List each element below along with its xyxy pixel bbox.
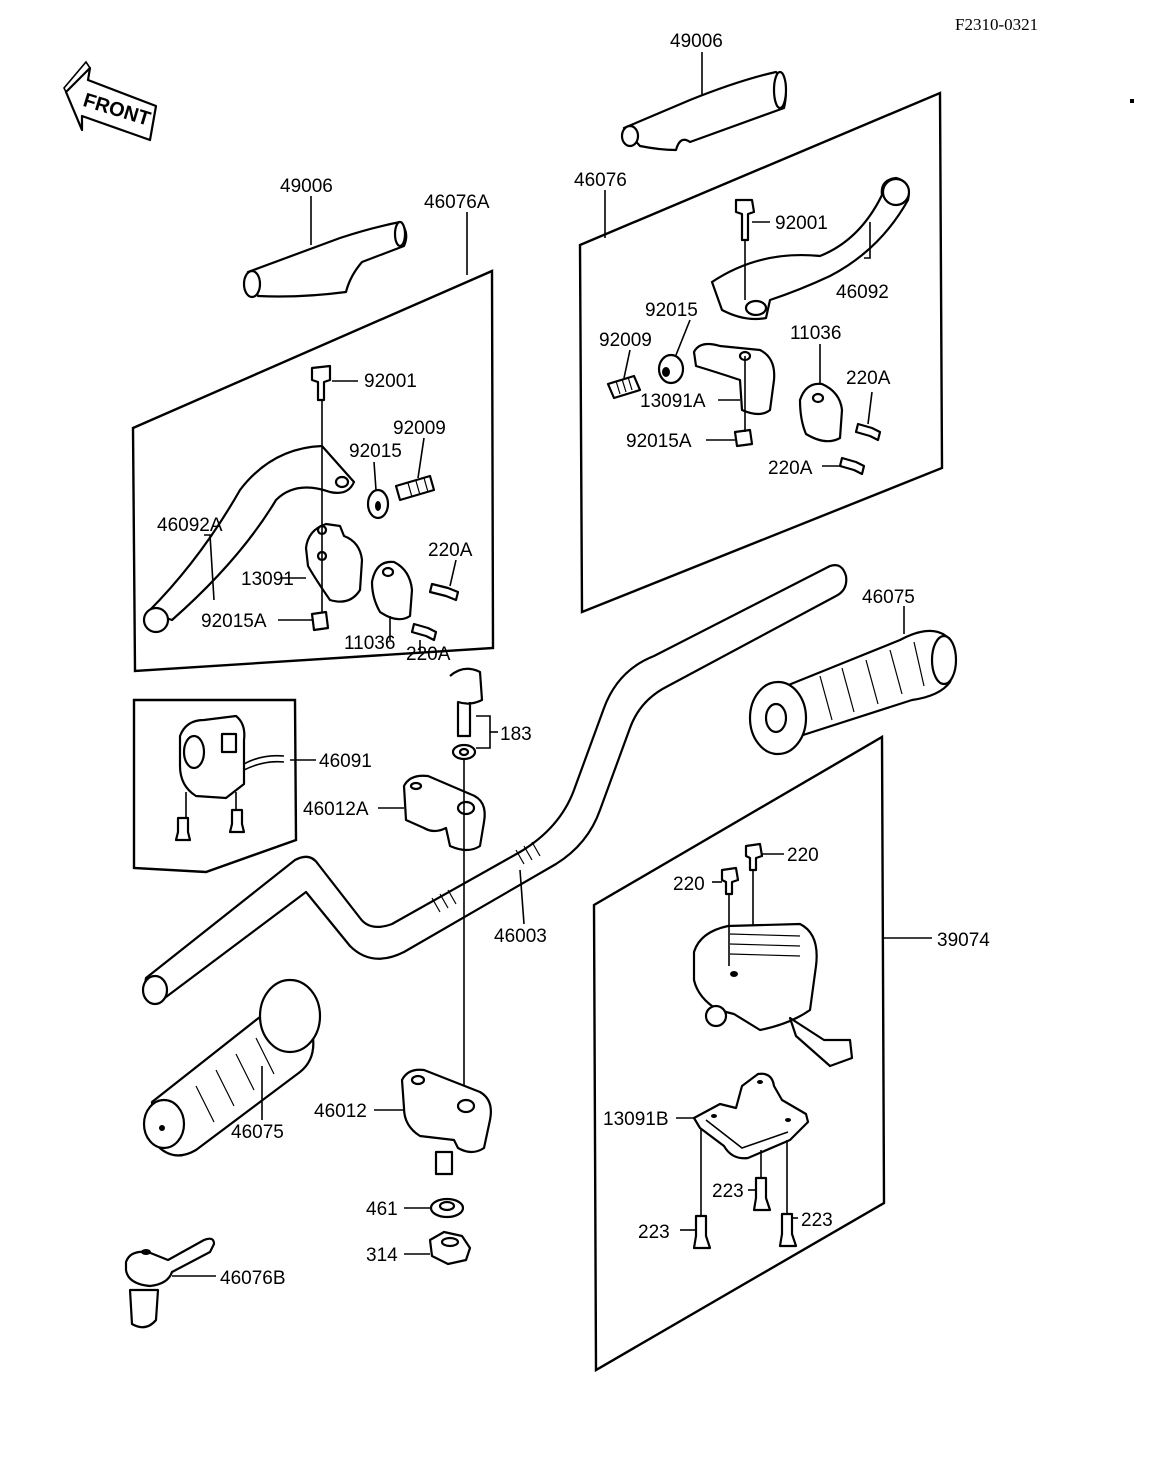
screw-220-lower xyxy=(720,866,740,896)
leader-line xyxy=(519,869,525,925)
leader-line xyxy=(623,349,631,379)
speck-mark xyxy=(1130,99,1134,103)
label-46092: 46092 xyxy=(836,282,889,303)
label-223-middle: 223 xyxy=(712,1181,744,1202)
left-grip-46075 xyxy=(142,978,322,1157)
left-bracket-13091 xyxy=(304,522,364,603)
choke-lever-46076B xyxy=(124,1237,216,1329)
right-lever-box xyxy=(578,91,944,614)
label-223-left: 223 xyxy=(638,1222,670,1243)
right-pivot-bolt-92001 xyxy=(734,198,756,242)
left-clamp-11036 xyxy=(370,560,414,621)
screw-220-upper xyxy=(744,842,764,872)
label-11036-right: 11036 xyxy=(790,323,841,344)
left-lever-46092A xyxy=(142,444,356,634)
right-nut-92015A xyxy=(733,428,754,448)
label-220A-left-upper: 220A xyxy=(428,540,473,561)
leader-line xyxy=(476,715,491,749)
right-adjuster-bolt-92009 xyxy=(606,374,642,400)
throttle-box xyxy=(592,734,886,1373)
screw-223-left xyxy=(692,1214,712,1250)
label-92001-left: 92001 xyxy=(364,371,417,392)
label-220A-left-lower: 220A xyxy=(406,644,451,665)
label-220A-right-upper: 220A xyxy=(846,368,891,389)
label-11036-left: 11036 xyxy=(344,633,395,654)
label-46092A: 46092A xyxy=(157,515,223,536)
label-92009-left: 92009 xyxy=(393,418,446,439)
leader-line xyxy=(449,559,457,587)
left-adjuster-bolt-92009 xyxy=(394,474,436,502)
right-screw-220A-lower xyxy=(838,456,866,476)
leader-line xyxy=(373,461,377,491)
label-220-lower: 220 xyxy=(673,874,705,895)
left-grip-49006 xyxy=(242,220,408,299)
label-46076A: 46076A xyxy=(424,192,490,213)
label-46075-right: 46075 xyxy=(862,587,915,608)
label-46076: 46076 xyxy=(574,170,627,191)
right-bracket-13091A xyxy=(692,342,776,416)
nut-314 xyxy=(428,1230,472,1266)
leader-line xyxy=(204,534,215,601)
handlebar-46003 xyxy=(141,564,848,1006)
label-13091: 13091 xyxy=(241,569,294,590)
switch-box xyxy=(132,698,298,874)
screw-223-middle xyxy=(752,1176,772,1212)
right-lever-46092 xyxy=(710,176,911,321)
label-183: 183 xyxy=(500,724,532,745)
label-49006-right: 49006 xyxy=(670,31,723,52)
bolt-183 xyxy=(449,667,484,738)
label-13091B: 13091B xyxy=(603,1109,669,1130)
screw-223-right xyxy=(778,1212,798,1248)
front-arrow-icon: FRONT xyxy=(63,60,158,142)
label-46076B: 46076B xyxy=(220,1268,286,1289)
right-adjuster-92015 xyxy=(657,353,685,385)
left-screw-220A-lower xyxy=(410,622,438,642)
label-314: 314 xyxy=(366,1245,398,1266)
switch-screw-left xyxy=(174,816,192,842)
throttle-housing-39074 xyxy=(692,922,854,1068)
label-220A-right-lower: 220A xyxy=(768,458,813,479)
left-lever-box xyxy=(131,269,495,673)
label-46003: 46003 xyxy=(494,926,547,947)
label-39074: 39074 xyxy=(937,930,990,951)
label-46075-left: 46075 xyxy=(231,1122,284,1143)
label-92001-right: 92001 xyxy=(775,213,828,234)
label-13091A: 13091A xyxy=(640,391,706,412)
right-grip-46075 xyxy=(748,629,958,756)
label-46012: 46012 xyxy=(314,1101,367,1122)
washer-183 xyxy=(451,743,477,761)
lower-clamp-46012 xyxy=(400,1068,492,1176)
label-461: 461 xyxy=(366,1199,398,1220)
label-92015A-right: 92015A xyxy=(626,431,692,452)
left-screw-220A-upper xyxy=(428,582,460,602)
label-92009-right: 92009 xyxy=(599,330,652,351)
upper-clamp-46012A xyxy=(402,774,486,852)
left-nut-92015A xyxy=(310,610,330,632)
label-220-upper: 220 xyxy=(787,845,819,866)
left-adjuster-92015 xyxy=(366,488,390,520)
right-clamp-11036 xyxy=(798,382,844,443)
switch-screw-right xyxy=(228,808,246,834)
washer-461 xyxy=(429,1197,465,1219)
label-223-right: 223 xyxy=(801,1210,833,1231)
leader-line xyxy=(864,222,871,259)
leader-line xyxy=(867,391,873,425)
throttle-cover-13091B xyxy=(692,1072,810,1160)
right-screw-220A-upper xyxy=(854,422,882,442)
label-92015-right: 92015 xyxy=(645,300,698,321)
leader-line xyxy=(417,437,425,479)
label-92015-left: 92015 xyxy=(349,441,402,462)
label-46091: 46091 xyxy=(319,751,372,772)
left-pivot-bolt-92001 xyxy=(310,364,332,402)
label-46012A: 46012A xyxy=(303,799,369,820)
leader-line xyxy=(675,319,691,356)
switch-housing-46091 xyxy=(178,714,285,800)
label-49006-left: 49006 xyxy=(280,176,333,197)
right-grip-49006 xyxy=(620,70,788,152)
label-92015A-left: 92015A xyxy=(201,611,267,632)
reference-code: F2310-0321 xyxy=(955,15,1038,34)
